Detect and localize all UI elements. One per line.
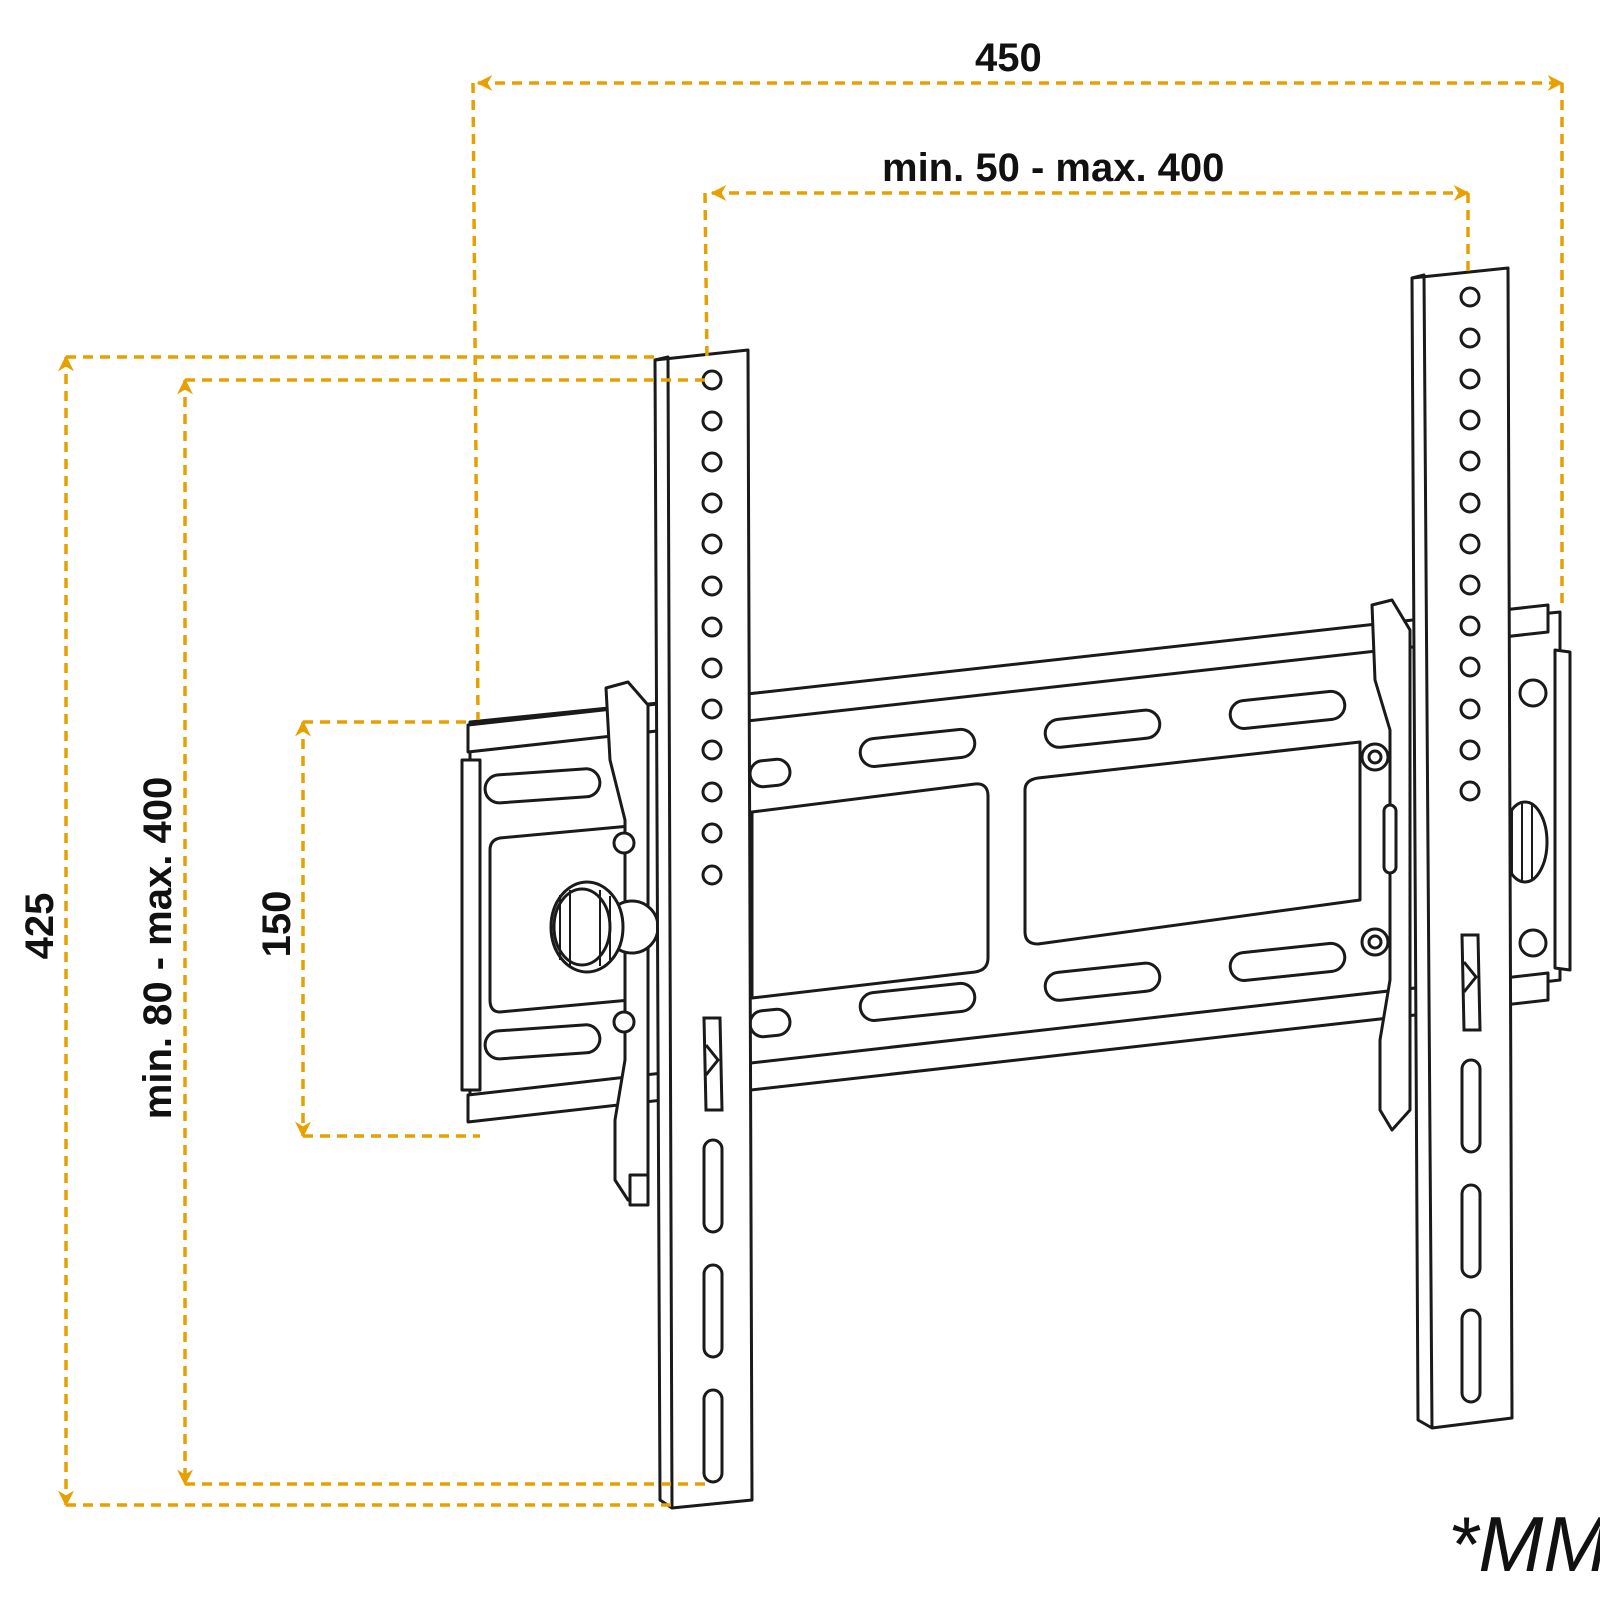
dimension-lines bbox=[58, 75, 1564, 1507]
left-arm-slots bbox=[702, 1016, 724, 1484]
wall-plate-slots bbox=[483, 678, 1548, 1061]
overall-width-label: 450 bbox=[975, 36, 1042, 80]
right-vertical-arm bbox=[1410, 266, 1514, 1430]
unit-label: *MM bbox=[1448, 1500, 1600, 1588]
vesa-horizontal-label: min. 50 - max. 400 bbox=[882, 146, 1225, 190]
right-tilt-bracket bbox=[1360, 598, 1412, 1132]
left-tilt-knob bbox=[549, 880, 660, 974]
right-arm-slots bbox=[1460, 933, 1482, 1404]
left-arm-holes bbox=[701, 369, 723, 886]
vesa-vertical-label: min. 80 - max. 400 bbox=[136, 776, 180, 1120]
left-vertical-arm bbox=[653, 348, 754, 1510]
right-arm-holes bbox=[1459, 286, 1481, 802]
overall-height-label: 425 bbox=[18, 892, 62, 960]
wall-plate-height-label: 150 bbox=[255, 890, 299, 958]
